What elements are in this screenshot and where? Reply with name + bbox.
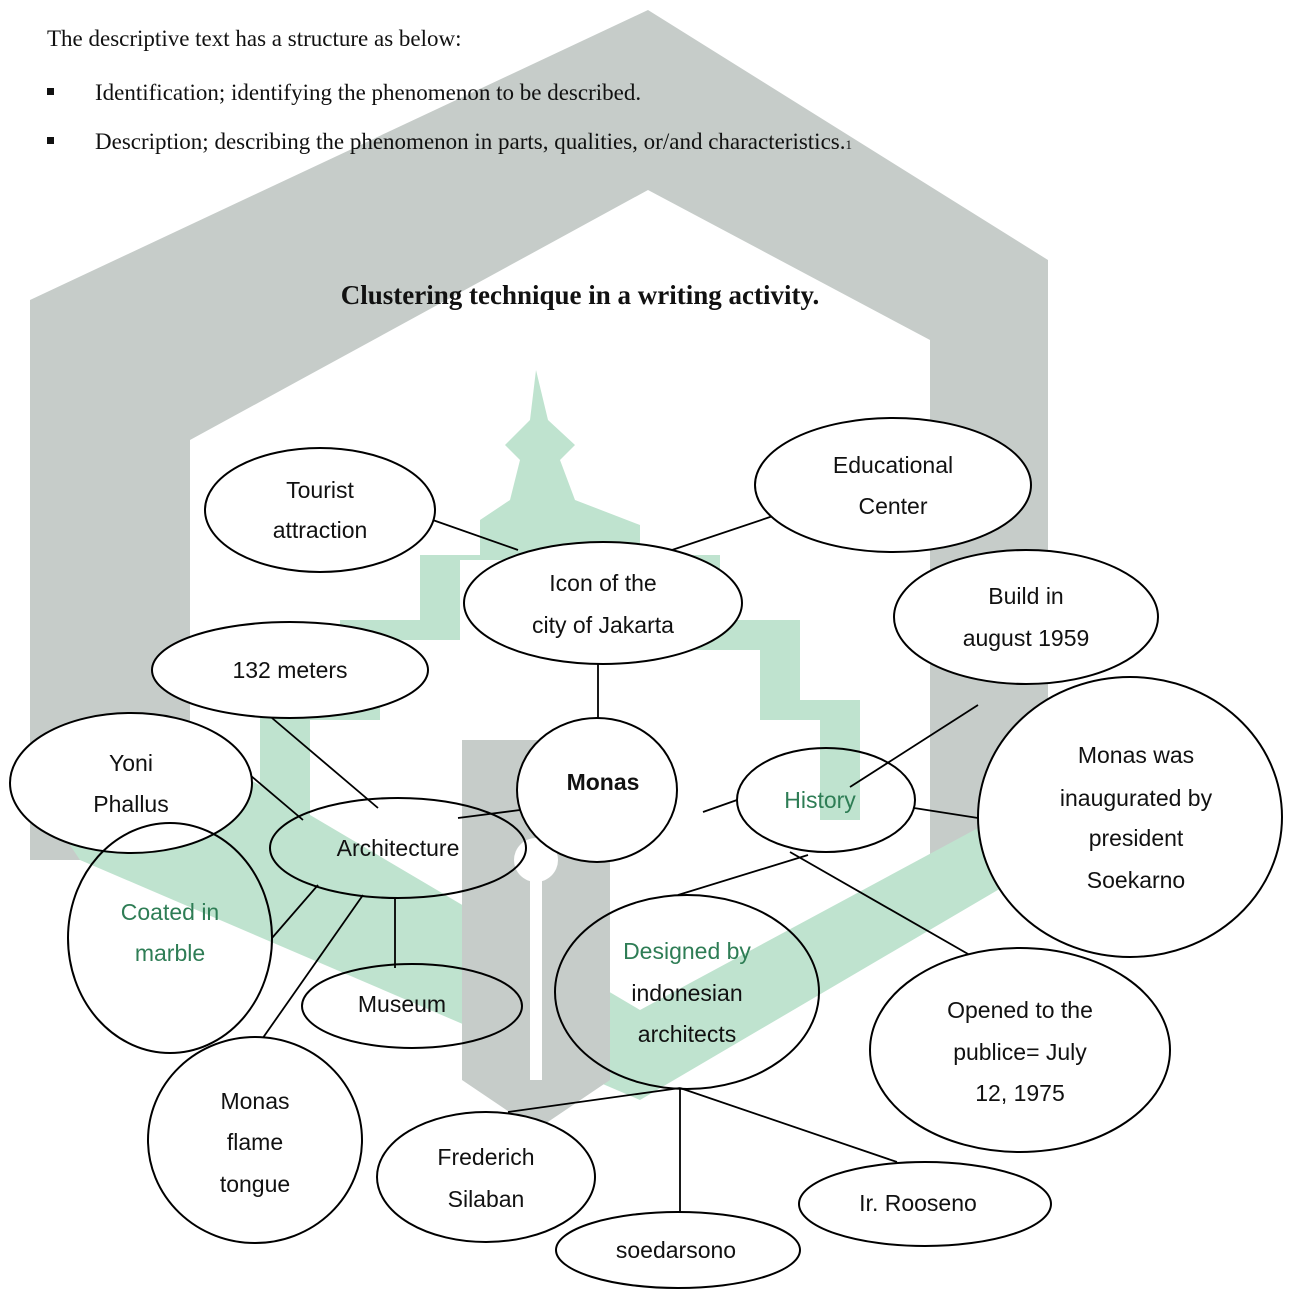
watermark-hexagon-frame	[30, 10, 1048, 860]
connector-line	[271, 884, 319, 939]
node-label: soedarsono	[616, 1237, 736, 1263]
node-label: president	[1089, 825, 1184, 851]
node-label: 132 meters	[232, 657, 347, 683]
node-label: tongue	[220, 1171, 290, 1197]
node-coated-in-marble: Coated in marble	[67, 822, 273, 1054]
bullet-item-description: Description; describing the phenomenon i…	[47, 129, 852, 155]
node-label: Tourist	[286, 477, 354, 503]
bullet-text: Description; describing the phenomenon i…	[95, 129, 846, 154]
intro-text: The descriptive text has a structure as …	[47, 26, 462, 51]
node-history: History	[736, 747, 916, 853]
node-label: 12, 1975	[975, 1080, 1065, 1106]
node-label: Architecture	[337, 835, 460, 861]
node-label: Center	[858, 493, 927, 519]
node-label: Ir. Rooseno	[859, 1190, 977, 1216]
node-label: august 1959	[963, 625, 1090, 651]
node-soedarsono: soedarsono	[555, 1211, 801, 1289]
bullet-square-icon	[47, 88, 54, 95]
node-label: Icon of the	[549, 570, 656, 596]
node-ir-rooseno: Ir. Rooseno	[798, 1161, 1052, 1247]
connector-line	[849, 704, 979, 788]
node-build-in-august-1959: Build in august 1959	[893, 549, 1159, 685]
node-label: inaugurated by	[1060, 785, 1213, 811]
connector-line	[913, 807, 979, 819]
watermark-nib-slit	[530, 880, 542, 1080]
node-label: Museum	[358, 991, 446, 1017]
diagram-heading: Clustering technique in a writing activi…	[340, 280, 820, 310]
watermark-mosque-shape	[260, 370, 860, 820]
watermark-chevron-band	[40, 750, 1100, 1100]
node-132-meters: 132 meters	[151, 621, 429, 719]
node-educational-center: Educational Center	[754, 417, 1032, 553]
node-label: Coated in	[121, 899, 219, 925]
node-label: Yoni	[109, 750, 153, 776]
node-label: Monas	[220, 1088, 289, 1114]
node-label: Build in	[988, 583, 1063, 609]
bullet-item-identification: Identification; identifying the phenomen…	[47, 80, 641, 106]
node-label: publice= July	[953, 1039, 1087, 1065]
bullet-square-icon	[47, 137, 54, 144]
node-designed-by-architects: Designed by indonesian architects	[554, 894, 820, 1090]
node-yoni-phallus: Yoni Phallus	[9, 712, 253, 854]
node-label: Monas was	[1078, 742, 1194, 768]
connector-line	[679, 1087, 898, 1163]
node-frederich-silaban: Frederich Silaban	[376, 1111, 596, 1243]
center-node-label: Monas	[567, 769, 640, 795]
bullet-text: Identification; identifying the phenomen…	[95, 80, 642, 105]
node-label: architects	[638, 1021, 736, 1047]
node-label: Phallus	[93, 791, 168, 817]
node-label: attraction	[273, 517, 368, 543]
node-label: Designed by	[623, 938, 751, 964]
node-architecture: Architecture	[269, 797, 527, 899]
node-label: Soekarno	[1087, 867, 1185, 893]
footnote-marker: 1	[845, 137, 852, 152]
connector-line	[245, 894, 364, 1063]
node-label: indonesian	[631, 980, 742, 1006]
node-monas-flame-tongue: Monas flame tongue	[147, 1036, 363, 1244]
connector-line	[457, 809, 521, 819]
node-label: city of Jakarta	[532, 612, 674, 638]
node-label: Silaban	[448, 1186, 525, 1212]
connector-line	[789, 851, 976, 959]
connector-line	[249, 774, 304, 821]
node-tourist-attraction: Tourist attraction	[204, 447, 436, 573]
node-label: Opened to the	[947, 997, 1093, 1023]
node-label: flame	[227, 1129, 283, 1155]
node-label: marble	[135, 940, 205, 966]
node-label: Educational	[833, 452, 953, 478]
connector-line	[665, 511, 786, 553]
node-label: History	[784, 787, 856, 813]
connector-line	[271, 717, 379, 809]
node-opened-to-public: Opened to the publice= July 12, 1975	[869, 947, 1171, 1153]
diagram-connectors	[245, 511, 979, 1212]
connector-line	[507, 1087, 681, 1113]
node-museum: Museum	[301, 963, 523, 1049]
connector-line	[702, 799, 738, 813]
node-label: Frederich	[437, 1144, 534, 1170]
node-icon-of-jakarta: Icon of the city of Jakarta	[463, 541, 743, 665]
connector-line	[677, 854, 809, 896]
node-monas-inaugurated: Monas was inaugurated by president Soeka…	[977, 676, 1283, 958]
node-monas-center: Monas	[516, 717, 678, 863]
